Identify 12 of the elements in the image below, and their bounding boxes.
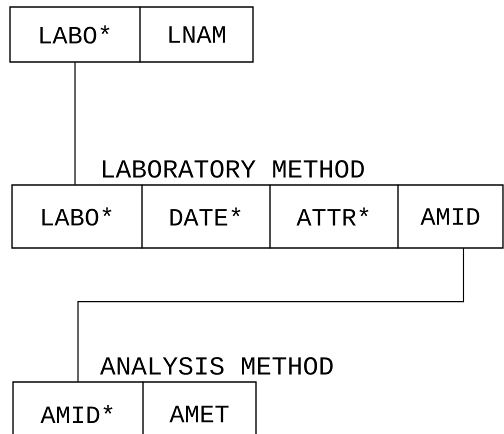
table-cell: AMID* [12, 381, 144, 434]
table-cell: AMET [142, 381, 257, 434]
table-cell: ATTR* [269, 184, 399, 249]
table-cell: AMID [397, 184, 504, 249]
node-label: ANALYSIS METHOD [100, 357, 333, 375]
table-cell: DATE* [141, 184, 271, 249]
table-cell: LNAM [139, 6, 254, 63]
connector-line [77, 248, 464, 382]
node-label: LABORATORY METHOD [103, 160, 364, 178]
table-cell: LABO* [11, 184, 143, 249]
connector-line [74, 62, 76, 184]
table-cell: LABO* [9, 6, 141, 63]
